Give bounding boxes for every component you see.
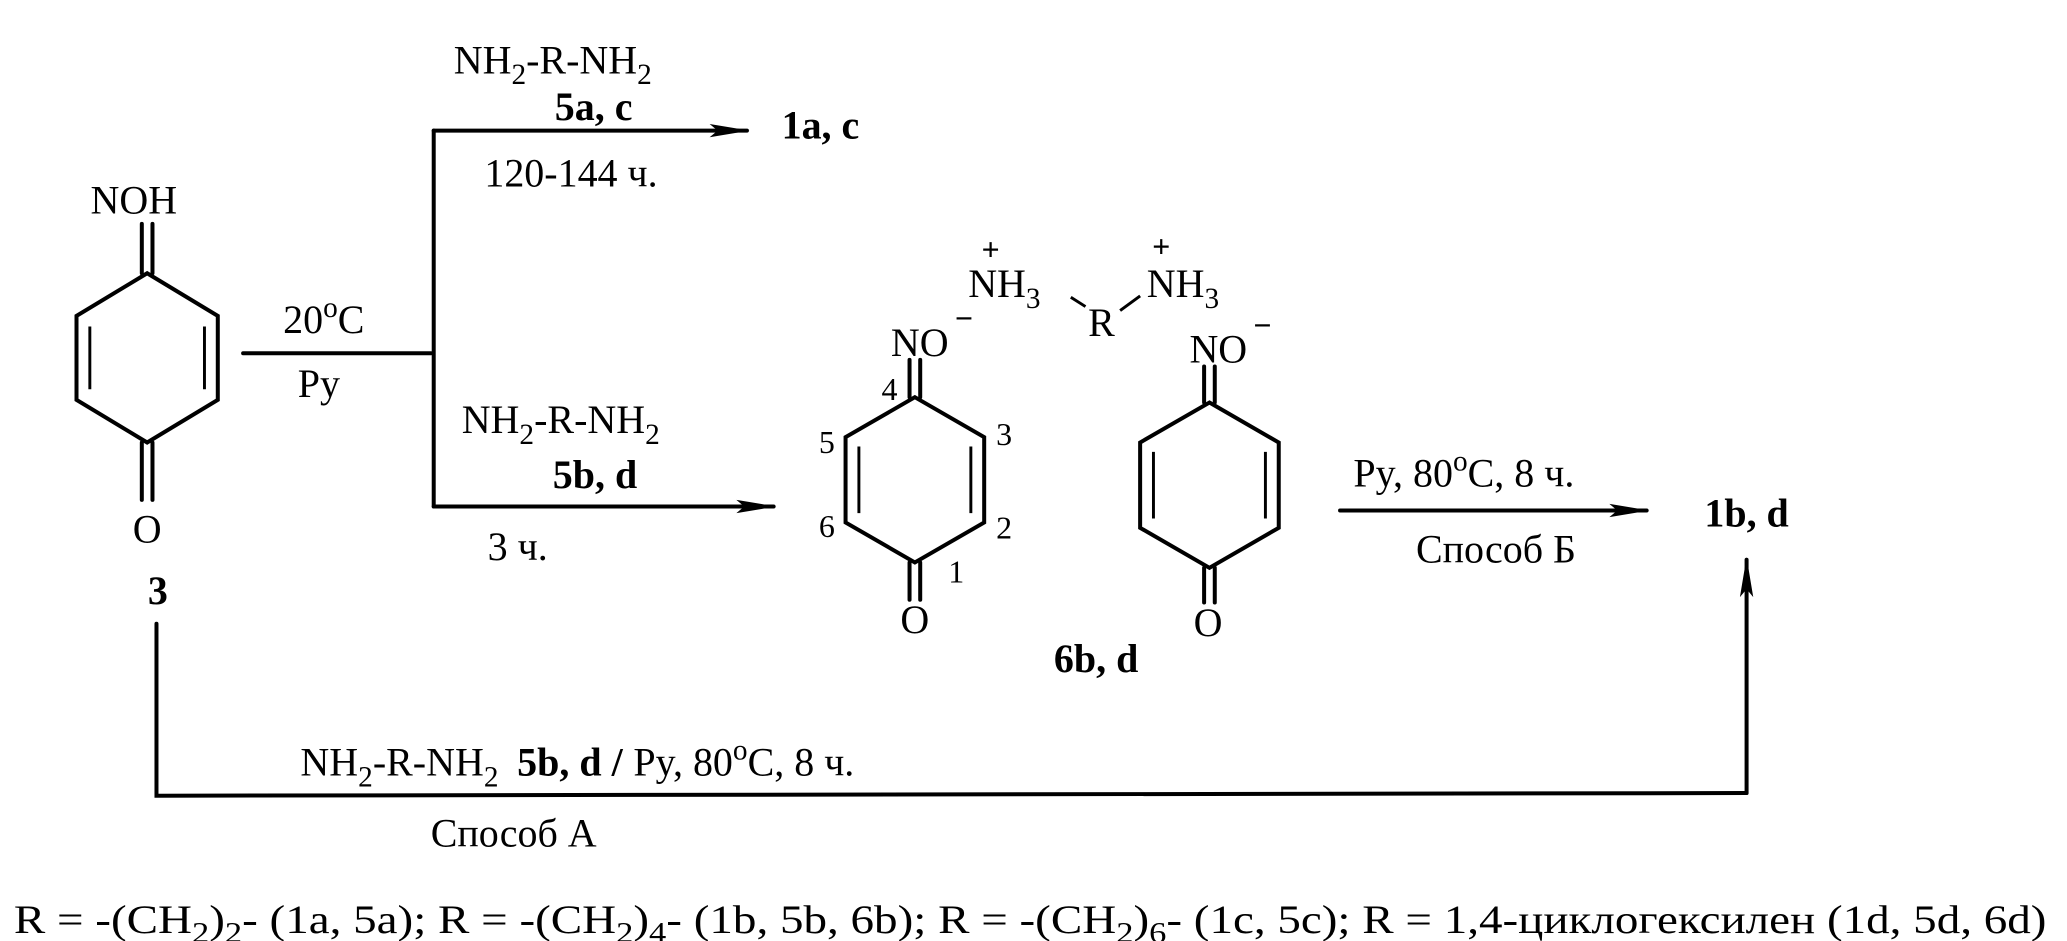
r-group: R [1088, 300, 1115, 345]
minus-charge-right: − [1253, 308, 1271, 343]
plus-charge-right: + [1152, 229, 1170, 264]
method-b-conditions: Py, 80oC, 8 ч. [1353, 446, 1574, 496]
ring-number-6: 6 [819, 509, 835, 544]
step1-temperature: 20oC [283, 292, 364, 342]
upper-time: 120-144 ч. [484, 151, 657, 196]
ring [74, 270, 220, 445]
c-n-double-bond-right [1202, 364, 1217, 405]
c-n-double-bond [139, 221, 155, 276]
step1-solvent: Py [298, 361, 340, 406]
method-b-name: Способ Б [1416, 526, 1576, 571]
ring-number-2: 2 [996, 510, 1012, 545]
ring-right-double-bonds [1151, 451, 1267, 519]
c-o-double-bond-left [907, 560, 923, 602]
c-o-double-bond [139, 440, 155, 502]
ring-number-1: 1 [948, 554, 964, 589]
product-1bd: 1b, d [1704, 490, 1788, 535]
compound-3-label: 3 [148, 568, 168, 613]
ring-left-double-bonds [857, 446, 973, 514]
oxime-group: NOH [91, 177, 178, 222]
plus-charge-left: + [982, 232, 1000, 267]
method-a-name: Способ А [431, 810, 597, 855]
ring-left [843, 394, 987, 565]
oxygen-left: O [900, 597, 929, 642]
ring-number-5: 5 [819, 425, 835, 460]
oxygen-right: O [1194, 600, 1223, 645]
salt-6bd-structure: NH3 + NH3 + R NO − O 1 2 3 4 5 6 NO − O … [819, 229, 1281, 681]
ring-number-4: 4 [882, 372, 898, 407]
product-1ac: 1a, c [782, 103, 860, 148]
r-bonds [1070, 294, 1141, 312]
ammonium-left: NH3 [968, 261, 1040, 315]
upper-diamine: NH2-R-NH2 [454, 37, 652, 91]
ring-right [1138, 400, 1281, 571]
nitroso-anion-right: NO [1189, 327, 1247, 372]
lower-time: 3 ч. [488, 524, 548, 569]
lower-diamine: NH2-R-NH2 [462, 397, 660, 451]
method-a-line [154, 621, 1749, 798]
compound-3-structure: NOH O 3 [74, 177, 220, 613]
ring-number-3: 3 [996, 417, 1012, 452]
lower-reagent-label: 5b, d [553, 452, 637, 497]
minus-charge-left: − [955, 301, 973, 336]
upper-reagent-label: 5a, c [555, 84, 633, 129]
salt-label: 6b, d [1054, 636, 1138, 681]
ammonium-right: NH3 [1147, 261, 1219, 315]
ring-double-bonds [88, 326, 206, 390]
c-n-double-bond-left [907, 357, 923, 400]
carbonyl-oxygen: O [133, 506, 162, 551]
c-o-double-bond-right [1202, 565, 1217, 605]
nitroso-anion-left: NO [891, 320, 949, 365]
